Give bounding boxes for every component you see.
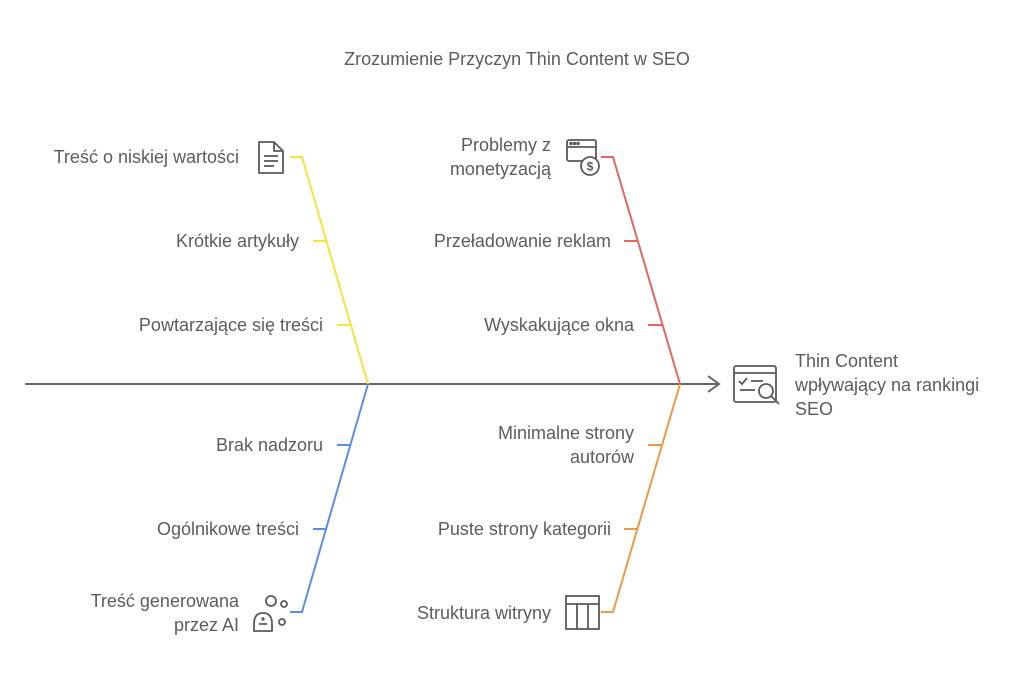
cause-text-line: Minimalne strony — [497, 423, 634, 443]
cause-label: Treść generowana przez AI — [91, 589, 239, 637]
bone-monetization — [601, 156, 681, 385]
cause-text-line: Treść generowana — [90, 591, 239, 611]
cause-label: Struktura witryny — [417, 601, 551, 625]
effect-text-line: wpływający na rankingi — [795, 375, 980, 395]
effect-label: Thin Content wpływający na rankingi SEO — [795, 349, 979, 421]
cause-label: Przeładowanie reklam — [434, 229, 611, 253]
cause-label: Puste strony kategorii — [438, 517, 611, 541]
effect-text-line: SEO — [795, 399, 834, 419]
bone-oversight — [290, 383, 369, 613]
spine-arrowhead — [707, 375, 721, 393]
cause-text-line: przez AI — [173, 615, 239, 635]
cause-label: Brak nadzoru — [216, 433, 323, 457]
money-browser-icon: $ — [566, 139, 600, 176]
ai-bot-icon — [253, 595, 288, 632]
cause-label: Wyskakujące okna — [484, 313, 634, 337]
analysis-icon — [733, 365, 780, 405]
cause-label: Ogólnikowe treści — [157, 517, 299, 541]
svg-text:$: $ — [587, 160, 594, 174]
cause-text: Przeładowanie reklam — [433, 231, 611, 251]
cause-text: Struktura witryny — [416, 603, 551, 623]
cause-text: Puste strony kategorii — [437, 519, 611, 539]
cause-text-line: monetyzacją — [449, 159, 551, 179]
cause-label: Problemy z monetyzacją — [450, 133, 551, 181]
cause-text-line: Problemy z — [460, 135, 551, 155]
diagram-title: Zrozumienie Przyczyn Thin Content w SEO — [344, 49, 690, 69]
document-icon — [258, 141, 284, 174]
bone-content — [290, 156, 369, 385]
cause-text: Powtarzające się treści — [138, 315, 323, 335]
cause-label: Krótkie artykuły — [176, 229, 299, 253]
cause-label: Minimalne strony autorów — [498, 421, 634, 469]
cause-label: Treść o niskiej wartości — [54, 145, 239, 169]
cause-label: Powtarzające się treści — [139, 313, 323, 337]
effect-text-line: Thin Content — [795, 351, 899, 371]
cause-text-line: autorów — [569, 447, 634, 467]
bone-structure — [601, 383, 681, 613]
cause-text: Krótkie artykuły — [175, 231, 299, 251]
cause-text: Wyskakujące okna — [484, 315, 634, 335]
cause-text: Brak nadzoru — [215, 435, 323, 455]
cause-text: Ogólnikowe treści — [156, 519, 299, 539]
cause-text: Treść o niskiej wartości — [53, 147, 239, 167]
table-structure-icon — [565, 595, 600, 630]
